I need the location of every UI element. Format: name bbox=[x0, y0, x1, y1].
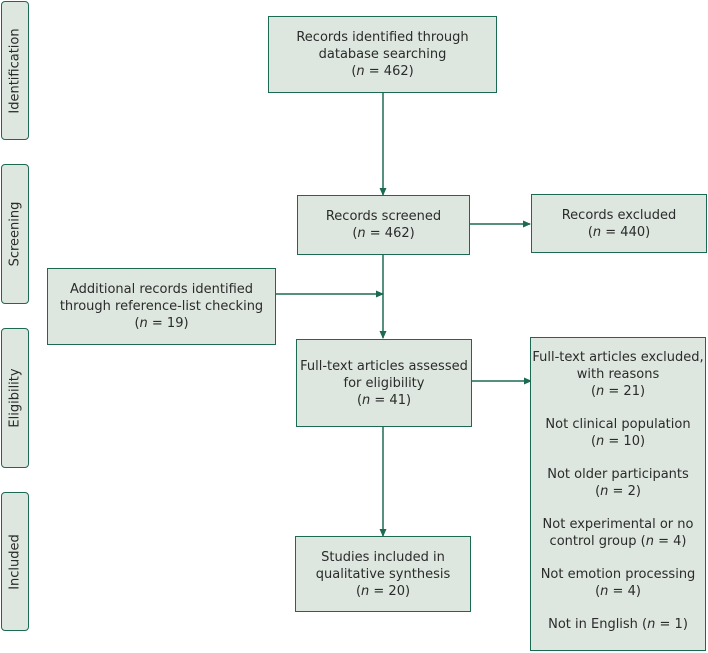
screened-line1: Records screened bbox=[325, 209, 442, 224]
fulltext-line2: for eligibility bbox=[343, 375, 425, 391]
fulltext-count: (n = 41) bbox=[356, 392, 412, 408]
box-fulltext-excluded: Full-text articles excluded, with reason… bbox=[530, 337, 706, 651]
reason-count: (n = 2) bbox=[595, 484, 641, 499]
box-fulltext-assessed: Full-text articles assessed for eligibil… bbox=[296, 339, 472, 427]
additional-line1: Additional records identified bbox=[69, 282, 254, 297]
identified-line1: Records identified through bbox=[296, 30, 469, 45]
exclusion-reason: Not in English (n = 1) bbox=[531, 616, 705, 633]
reason-label: Not experimental or no bbox=[542, 517, 694, 532]
reason-label: Not older participants bbox=[547, 467, 689, 482]
reason-label: Not clinical population bbox=[545, 417, 691, 432]
phase-identification: Identification bbox=[1, 1, 29, 140]
exclusions-title-line2: with reasons bbox=[576, 367, 660, 382]
exclusion-reason: Not older participants (n = 2) bbox=[531, 466, 705, 500]
excluded-line1: Records excluded bbox=[561, 207, 677, 223]
box-records-excluded: Records excluded (n = 440) bbox=[531, 194, 707, 253]
included-line2: qualitative synthesis bbox=[315, 566, 451, 582]
box-studies-included: Studies included in qualitative synthesi… bbox=[295, 536, 471, 612]
reason-label-count: Not in English (n = 1) bbox=[548, 617, 688, 632]
fulltext-line1: Full-text articles assessed bbox=[300, 358, 468, 374]
exclusions-total: (n = 21) bbox=[590, 384, 646, 399]
screened-count: (n = 462) bbox=[352, 226, 415, 241]
reason-count: control group (n = 4) bbox=[549, 534, 687, 549]
additional-count: (n = 19) bbox=[134, 316, 189, 331]
reason-count: (n = 4) bbox=[595, 584, 641, 599]
excluded-count: (n = 440) bbox=[587, 224, 651, 240]
additional-line2: through reference-list checking bbox=[59, 299, 264, 314]
box-records-identified: Records identified through database sear… bbox=[268, 16, 497, 93]
exclusion-reason: Not experimental or no control group (n … bbox=[531, 516, 705, 550]
identified-count: (n = 462) bbox=[351, 64, 414, 79]
exclusions-title-line1: Full-text articles excluded, bbox=[532, 350, 704, 365]
included-line1: Studies included in bbox=[321, 549, 445, 565]
exclusion-reason: Not clinical population (n = 10) bbox=[531, 416, 705, 450]
phase-eligibility: Eligibility bbox=[1, 328, 29, 468]
exclusion-reason: Not emotion processing (n = 4) bbox=[531, 566, 705, 600]
phase-included: Included bbox=[1, 492, 29, 631]
identified-line2: database searching bbox=[318, 47, 447, 62]
included-count: (n = 20) bbox=[355, 583, 411, 599]
exclusions-header: Full-text articles excluded, with reason… bbox=[531, 349, 705, 400]
box-records-screened: Records screened (n = 462) bbox=[297, 195, 470, 255]
reason-count: (n = 10) bbox=[590, 434, 646, 449]
reason-label: Not emotion processing bbox=[540, 567, 696, 582]
box-additional-records: Additional records identified through re… bbox=[47, 268, 276, 345]
phase-screening: Screening bbox=[1, 164, 29, 304]
